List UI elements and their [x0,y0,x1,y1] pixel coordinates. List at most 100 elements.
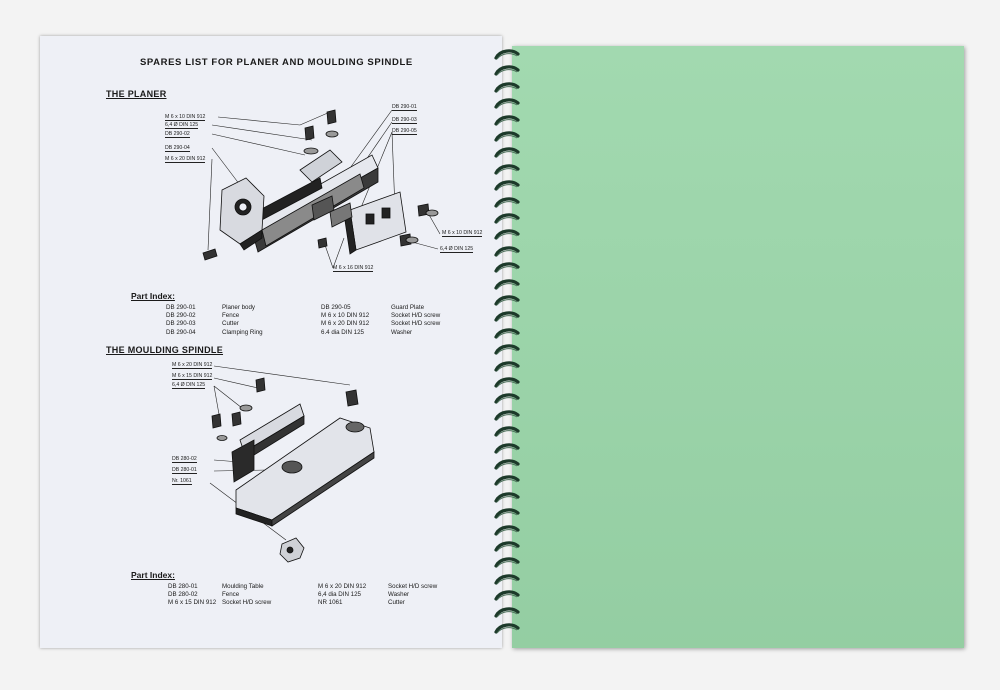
binding-ring [494,228,522,241]
binding-ring [494,114,522,127]
binding-ring [494,146,522,159]
callout-nr1061: Nr. 1061 [172,478,192,485]
spindle-heading: THE MOULDING SPINDLE [106,345,224,355]
binding-ring [494,163,522,176]
binding-ring [494,343,522,356]
callout-m6x20: M 6 x 20 DIN 912 [172,362,213,369]
callout-db280-01: DB 280-01 [172,467,197,474]
index-row: 6.4 dia DIN 125 Washer [321,329,440,337]
binding-ring [494,589,522,602]
binding-ring [494,442,522,455]
part-desc: Fence [222,591,240,599]
part-desc: Fence [222,312,240,320]
part-number: DB 290-05 [321,304,351,311]
callout-washer: 6,4 Ø DIN 125 [172,382,206,389]
binding-ring [494,64,522,77]
index-row: DB 290-01 Planer body [166,304,263,312]
binding-ring [494,474,522,487]
index-row: DB 280-02 Fence [168,591,271,599]
index-row: 6,4 dia DIN 125 Washer [318,591,437,599]
part-desc: Washer [391,328,413,336]
index-row: DB 290-03 Cutter [166,320,263,328]
part-desc: Cutter [388,599,405,607]
callout-db280-02: DB 280-02 [172,456,197,463]
spindle-index-left: DB 280-01 Moulding Table DB 280-02 Fence M… [168,583,271,608]
binding-ring [494,97,522,110]
binding-ring [494,376,522,389]
binding-ring [494,622,522,635]
callout-m6x10-right: M 6 x 10 DIN 912 [442,230,483,237]
part-desc: Socket H/D screw [222,599,272,607]
binding-ring [494,327,522,340]
callout-m6x20: M 6 x 20 DIN 912 [165,156,206,163]
callout-m6x10: M 6 x 10 DIN 912 [165,114,206,121]
binding-ring [494,245,522,258]
index-row: DB 280-01 Moulding Table [168,583,271,591]
part-desc: Guard Plate [391,304,425,311]
binding-ring [494,606,522,619]
part-number: DB 280-01 [168,583,198,590]
binding-ring [494,556,522,569]
binding-ring [494,278,522,291]
binding-ring [494,81,522,94]
part-desc: Washer [388,591,410,599]
binding-ring [494,130,522,143]
binding-ring [494,360,522,373]
callout-m6x16: M 6 x 16 DIN 912 [333,265,374,272]
callout-washer: 6,4 Ø DIN 125 [165,122,199,129]
binding-ring [494,409,522,422]
part-number: NR 1061 [318,599,343,607]
part-number: DB 290-03 [166,320,196,328]
binding-ring [494,310,522,323]
cover-shading [512,46,964,648]
callout-db290-05: DB 290-05 [392,128,417,135]
part-desc: Clamping Ring [222,328,263,336]
binding-ring [494,507,522,520]
binding-ring [494,261,522,274]
callout-m6x15: M 6 x 15 DIN 912 [172,373,213,380]
binding-ring [494,196,522,209]
spindle-index-right: M 6 x 20 DIN 912 Socket H/D screw 6,4 dia… [318,583,437,608]
part-desc: Socket H/D screw [391,320,441,328]
part-number: M 6 x 20 DIN 912 [318,583,367,590]
binding-ring [494,458,522,471]
binding-ring [494,48,522,61]
spiral-binding [494,40,524,640]
binding-ring [494,425,522,438]
planer-part-index-heading: Part Index: [131,291,175,301]
index-row: DB 290-04 Clamping Ring [166,329,263,337]
planer-heading: THE PLANER [106,89,167,99]
callout-db290-03: DB 290-03 [392,117,417,124]
part-number: 6,4 dia DIN 125 [318,591,361,599]
callout-washer-right: 6,4 Ø DIN 125 [440,246,474,253]
part-number: M 6 x 10 DIN 912 [321,312,370,320]
part-desc: Planer body [222,304,256,311]
part-number: DB 290-02 [166,312,196,320]
part-number: DB 290-01 [166,304,196,311]
binding-ring [494,540,522,553]
callout-db290-01: DB 290-01 [392,104,417,111]
callout-db290-04: DB 290-04 [165,145,190,152]
part-number: DB 290-04 [166,328,196,336]
part-desc: Socket H/D screw [388,583,438,590]
binding-ring [494,524,522,537]
part-number: DB 280-02 [168,591,198,599]
binding-ring [494,573,522,586]
callout-db290-02: DB 290-02 [165,131,190,138]
index-row: DB 290-05 Guard Plate [321,304,440,312]
part-number: 6.4 dia DIN 125 [321,328,364,336]
binding-ring [494,179,522,192]
binding-ring [494,294,522,307]
part-desc: Moulding Table [222,583,264,590]
binding-ring [494,491,522,504]
part-desc: Cutter [222,320,239,328]
spindle-part-index-heading: Part Index: [131,570,175,580]
index-row: NR 1061 Cutter [318,599,437,607]
index-row: M 6 x 20 DIN 912 Socket H/D screw [318,583,437,591]
binding-ring [494,212,522,225]
